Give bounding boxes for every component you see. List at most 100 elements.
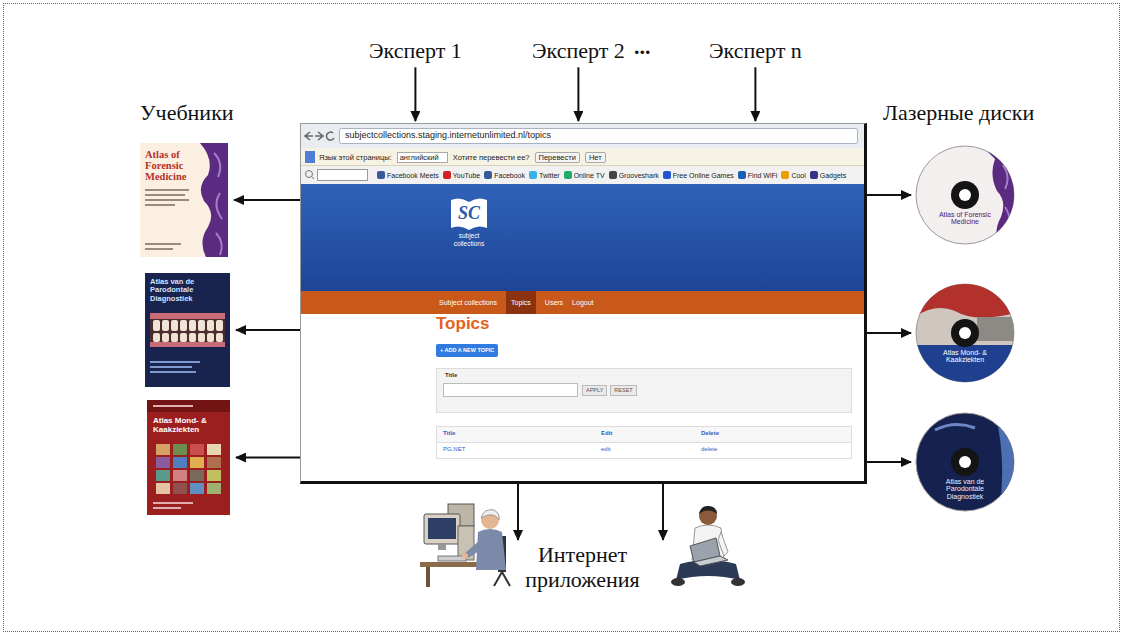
bookmark-icon xyxy=(781,171,789,179)
translate-prompt: Хотите перевести ее? xyxy=(453,153,530,162)
drawing-part xyxy=(207,457,221,468)
drawing-part xyxy=(301,124,864,148)
drawing-part xyxy=(305,151,315,163)
expert-name: Эксперт 1 xyxy=(369,38,462,63)
drawing-part xyxy=(438,556,466,561)
drawing-part xyxy=(451,198,487,230)
book-title: Atlas Mond- & Kaakziekten xyxy=(153,417,224,435)
drawing-part xyxy=(437,427,852,459)
laser-disc: Atlas of Forensic Medicine xyxy=(915,145,1015,245)
browser-button: Перевести xyxy=(535,152,580,163)
drawing-part xyxy=(156,457,170,468)
bookmark-name: Facebook Meets xyxy=(387,171,439,180)
drawing-part xyxy=(153,333,160,342)
drawing-part xyxy=(326,132,334,140)
book-cover: Atlas of Forensic Medicine xyxy=(140,143,228,257)
drawing-part xyxy=(301,184,864,291)
book-cover: Atlas Mond- & Kaakziekten xyxy=(147,400,230,515)
ellipsis: ... xyxy=(634,34,651,59)
drawing-part xyxy=(959,456,971,468)
nav-item: Logout xyxy=(572,298,593,307)
drawing-part xyxy=(437,369,852,413)
drawing-part xyxy=(145,248,173,250)
filter-button: RESET xyxy=(610,385,636,396)
drawing-part xyxy=(207,470,221,481)
nav-item: Users xyxy=(545,298,563,307)
expert-name: Эксперт n xyxy=(709,38,802,63)
bookmark-item: Grooveshark xyxy=(609,171,659,180)
drawing-part xyxy=(173,444,187,455)
drawing-part xyxy=(189,333,196,342)
drawing-part xyxy=(462,553,468,559)
laser-disc-art xyxy=(915,283,1015,383)
expert-label: Эксперт 1 xyxy=(369,38,462,63)
drawing-part xyxy=(150,342,225,347)
laser-disc-art xyxy=(915,145,1015,245)
drawing-part xyxy=(162,320,169,331)
drawing-part xyxy=(198,333,205,342)
drawing-part xyxy=(216,320,223,331)
bookmark-name: YouTube xyxy=(453,171,481,180)
laser-disc: Atlas van de Parodontale Diagnostiek xyxy=(915,412,1015,512)
drawing-part xyxy=(173,470,187,481)
drawing-part xyxy=(180,333,187,342)
bookmark-item: Free Online Games xyxy=(663,171,734,180)
logo-letters: SC xyxy=(451,203,487,223)
table-cell: edit xyxy=(601,446,611,453)
drawing-part xyxy=(494,572,510,586)
logo-text: collections xyxy=(454,240,484,248)
site-logo: subjectcollections xyxy=(436,232,502,248)
drawing-part xyxy=(207,444,221,455)
drawing-part xyxy=(145,199,189,201)
drawing-part xyxy=(190,444,204,455)
drawing-part xyxy=(301,165,864,166)
arrow xyxy=(662,484,664,540)
logo-text: subject xyxy=(459,232,480,240)
nav-item: Subject collections xyxy=(439,298,497,307)
bookmark-name: Find WiFi xyxy=(748,171,778,180)
drawing-part xyxy=(156,444,170,455)
drawing-part xyxy=(162,333,169,342)
bookmark-icon xyxy=(529,171,537,179)
bookmark-icon xyxy=(663,171,671,179)
drawing-part xyxy=(153,507,181,509)
group-heading: Учебники xyxy=(140,100,234,125)
drawing-part xyxy=(198,320,205,331)
drawing-part xyxy=(190,470,204,481)
drawing-part xyxy=(981,145,1015,245)
drawing-part xyxy=(694,556,728,566)
drawing-part xyxy=(190,483,204,494)
drawing-part xyxy=(340,129,858,144)
drawing-part xyxy=(145,243,181,245)
arrow xyxy=(517,484,519,540)
drawing-part xyxy=(189,320,196,331)
drawing-part xyxy=(424,514,460,544)
drawing-part xyxy=(153,405,193,407)
filter-buttons: APPLYRESET xyxy=(582,383,640,397)
drawing-part xyxy=(153,320,160,331)
drawing-part xyxy=(190,457,204,468)
disc-title: Atlas van de Parodontale Diagnostiek xyxy=(938,478,992,500)
user-at-computer xyxy=(418,496,513,588)
drawing-part xyxy=(207,333,214,342)
arrow xyxy=(236,457,300,459)
nav-item: Topics xyxy=(506,291,536,314)
site-nav: Subject collections Topics Users Logout xyxy=(439,291,603,314)
field-label: Title xyxy=(445,372,457,379)
drawing-part xyxy=(216,333,223,342)
table-header: Title xyxy=(443,430,455,437)
group-heading: Лазерные диски xyxy=(883,100,1034,125)
book-title: Atlas van de Parodontale Diagnostiek xyxy=(150,278,225,303)
disc-title: Atlas of Forensic Medicine xyxy=(938,211,992,226)
bookmark-name: Facebook xyxy=(494,171,525,180)
translate-prompt: Язык этой страницы: xyxy=(319,153,392,162)
bookmark-name: Grooveshark xyxy=(619,171,659,180)
laser-disc: Atlas Mond- & Kaakziekten xyxy=(915,283,1015,383)
drawing-part xyxy=(915,345,1015,383)
drawing-part xyxy=(915,283,1015,383)
drawing-part xyxy=(173,457,187,468)
drawing-part xyxy=(147,400,230,515)
bookmark-icon xyxy=(484,171,492,179)
internet-apps: Интернет приложения xyxy=(420,542,745,594)
bookmark-name: Free Online Games xyxy=(673,171,734,180)
